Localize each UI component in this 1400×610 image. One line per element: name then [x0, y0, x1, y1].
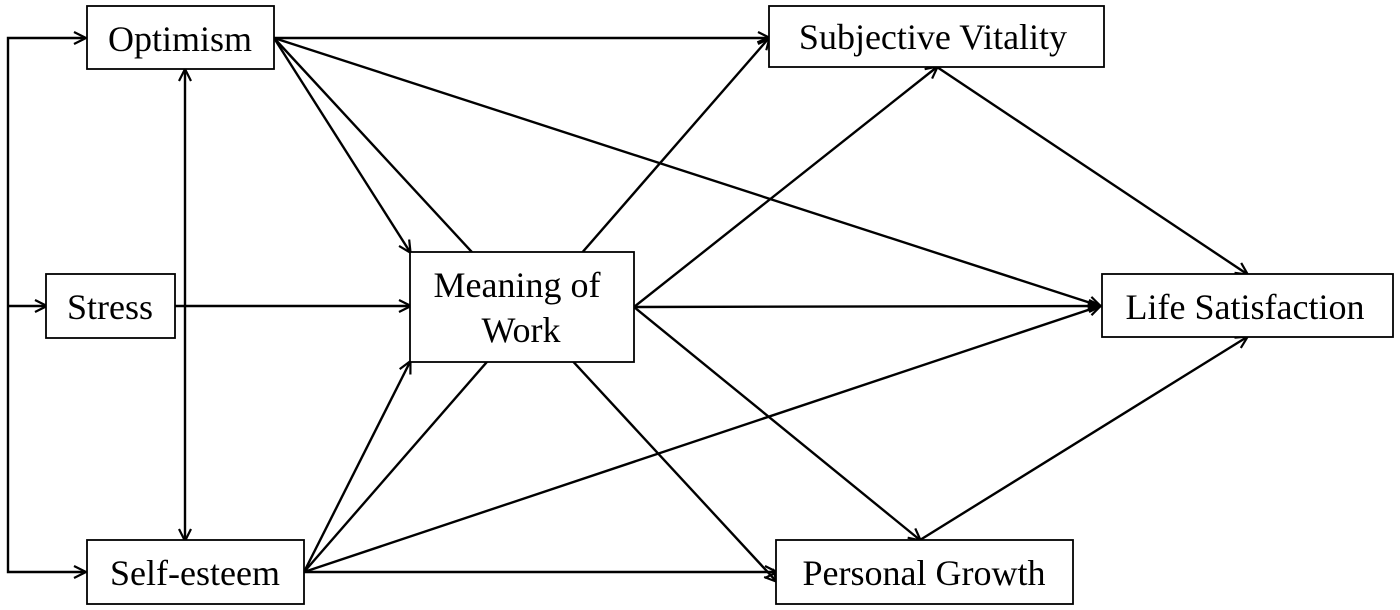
edge-optimism-life-satisfaction	[273, 36, 1100, 306]
edges	[6, 36, 1247, 581]
node-self-esteem: Self-esteem	[86, 539, 305, 605]
node-subjective-vitality-label: Subjective Vitality	[799, 17, 1067, 57]
node-life-satisfaction: Life Satisfaction	[1101, 273, 1394, 338]
edge-personal-growth-life-satisfaction	[919, 337, 1247, 542]
node-self-esteem-label: Self-esteem	[110, 553, 280, 593]
edge-subjective-vitality-life-satisfaction	[936, 66, 1247, 274]
node-meaning-of-work: Meaning of Work	[409, 251, 635, 363]
node-meaning-of-work-label-line2: Work	[481, 310, 560, 350]
edge-meaning-of-work-subjective-vitality	[633, 67, 937, 308]
edge-self-esteem-meaning-of-work	[302, 362, 410, 573]
nodes: Optimism Stress Self-esteem Meaning of W…	[45, 5, 1394, 605]
edge-meaning-of-work-personal-growth	[633, 306, 920, 540]
node-subjective-vitality: Subjective Vitality	[768, 5, 1105, 68]
edge-self-esteem-life-satisfaction	[303, 306, 1100, 574]
node-stress-label: Stress	[67, 287, 153, 327]
node-stress: Stress	[45, 273, 176, 339]
node-personal-growth: Personal Growth	[775, 539, 1074, 605]
node-personal-growth-label: Personal Growth	[803, 553, 1046, 593]
node-meaning-of-work-label-line1: Meaning of	[434, 265, 601, 305]
node-optimism-label: Optimism	[108, 19, 252, 59]
node-life-satisfaction-label: Life Satisfaction	[1126, 287, 1365, 327]
edge-meaning-of-work-life-satisfaction	[633, 306, 1100, 307]
node-optimism: Optimism	[86, 5, 275, 70]
edge-optimism-meaning-of-work	[272, 37, 410, 252]
